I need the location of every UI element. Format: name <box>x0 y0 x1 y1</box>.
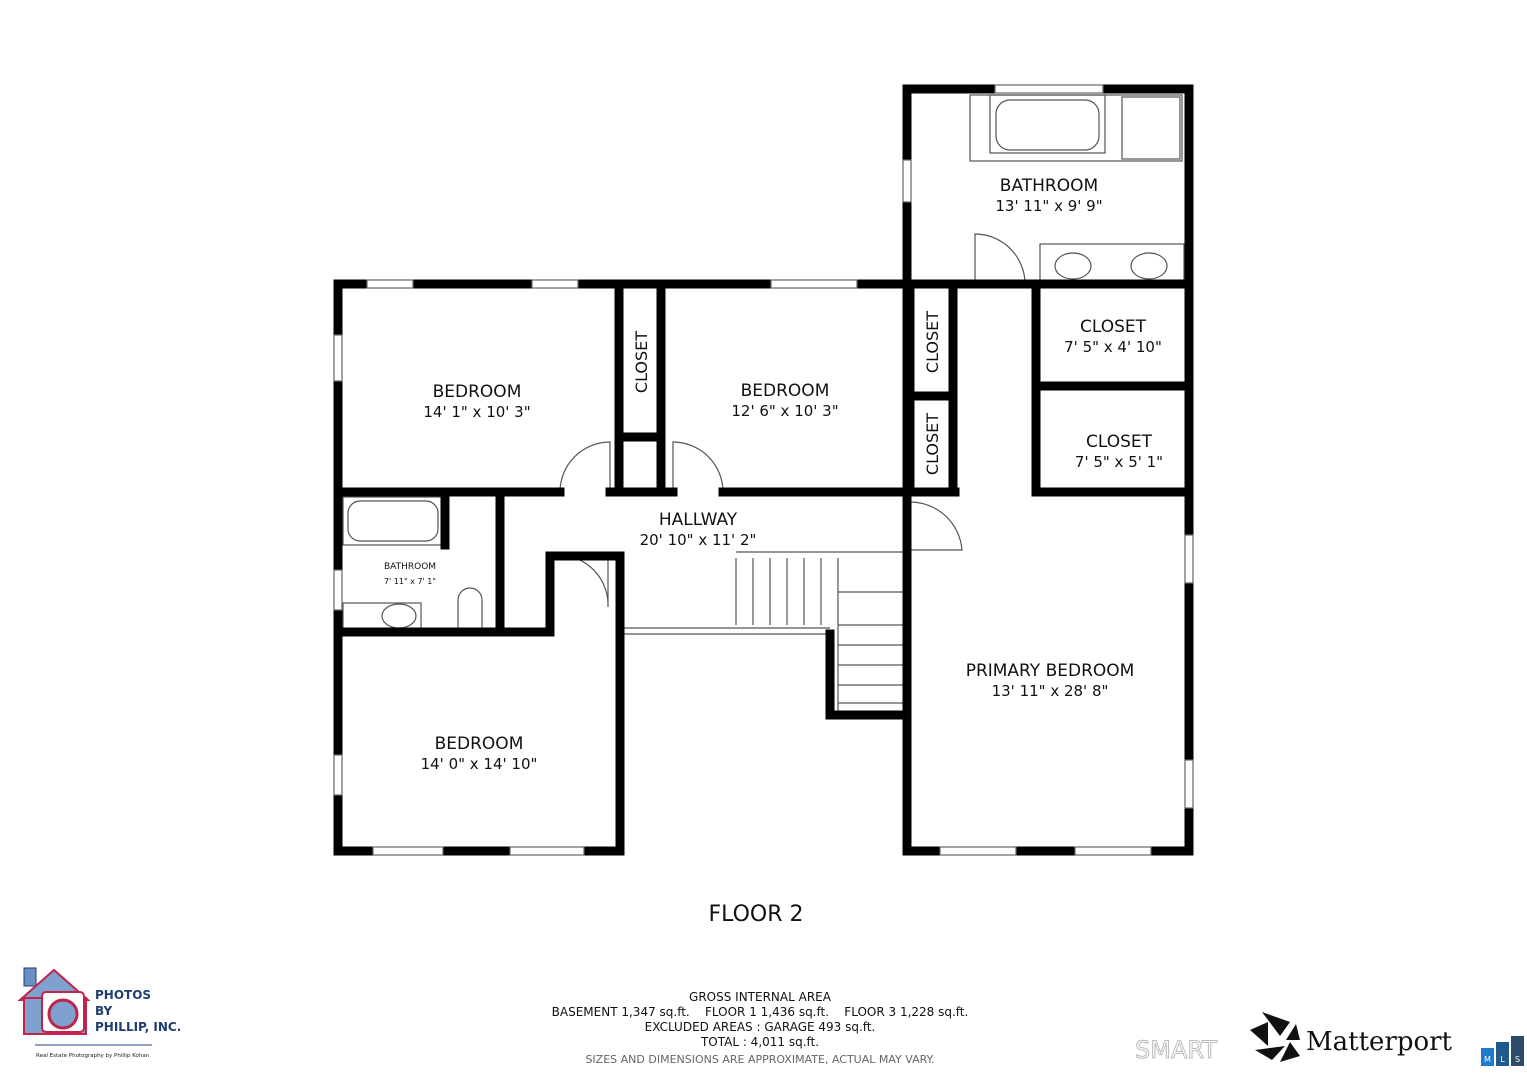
room-name: BEDROOM <box>741 381 830 401</box>
fixtures <box>342 94 1185 712</box>
room-name: CLOSET <box>632 331 651 393</box>
svg-text:BY: BY <box>95 1004 112 1018</box>
room-name: BEDROOM <box>435 734 524 754</box>
svg-text:PHILLIP, INC.: PHILLIP, INC. <box>95 1020 181 1034</box>
room-dims: 12' 6" x 10' 3" <box>731 402 838 420</box>
room-dims: 20' 10" x 11' 2" <box>640 531 757 549</box>
windows <box>333 84 1194 856</box>
room-name: BEDROOM <box>433 382 522 402</box>
area-heading: GROSS INTERNAL AREA <box>689 990 831 1004</box>
area-excluded: EXCLUDED AREAS : GARAGE 493 sq.ft. <box>644 1020 876 1034</box>
room-name: CLOSET <box>1080 317 1147 337</box>
room-name: CLOSET <box>1086 432 1153 452</box>
matterport-logo: SMART Matterport M L S <box>1135 1012 1524 1066</box>
room-name: HALLWAY <box>659 510 738 530</box>
svg-text:SMART: SMART <box>1135 1036 1217 1064</box>
area-total: TOTAL : 4,011 sq.ft. <box>700 1035 820 1049</box>
room-dims: 7' 5" x 5' 1" <box>1075 453 1163 471</box>
room-dims: 14' 1" x 10' 3" <box>423 403 530 421</box>
svg-text:L: L <box>1500 1055 1505 1064</box>
room-labels: BATHROOM 13' 11" x 9' 9" BEDROOM 14' 1" … <box>384 176 1163 773</box>
svg-text:M: M <box>1484 1055 1491 1064</box>
svg-text:Real Estate Photography by Phi: Real Estate Photography by Phillip Kohan <box>36 1053 150 1059</box>
area-summary: GROSS INTERNAL AREA BASEMENT 1,347 sq.ft… <box>480 990 1040 1067</box>
area-disclaimer: SIZES AND DIMENSIONS ARE APPROXIMATE, AC… <box>585 1053 935 1066</box>
room-dims: 7' 5" x 4' 10" <box>1064 338 1162 356</box>
room-name: PRIMARY BEDROOM <box>966 661 1135 681</box>
photos-by-phillip-logo: PHOTOS BY PHILLIP, INC. Real Estate Phot… <box>17 967 181 1059</box>
room-dims: 13' 11" x 28' 8" <box>992 682 1109 700</box>
svg-text:Matterport: Matterport <box>1306 1027 1453 1057</box>
room-name: BATHROOM <box>384 562 436 572</box>
stairs <box>622 551 907 712</box>
room-dims: 7' 11" x 7' 1" <box>384 577 436 586</box>
room-dims: 14' 0" x 14' 10" <box>421 755 538 773</box>
floor-title: FLOOR 2 <box>708 902 804 927</box>
room-name: BATHROOM <box>1000 176 1098 196</box>
area-floors: BASEMENT 1,347 sq.ft. FLOOR 1 1,436 sq.f… <box>551 1005 969 1019</box>
room-dims: 13' 11" x 9' 9" <box>995 197 1102 215</box>
room-name: CLOSET <box>923 413 942 475</box>
svg-text:S: S <box>1515 1055 1520 1064</box>
svg-text:PHOTOS: PHOTOS <box>95 988 151 1002</box>
room-name: CLOSET <box>923 311 942 373</box>
